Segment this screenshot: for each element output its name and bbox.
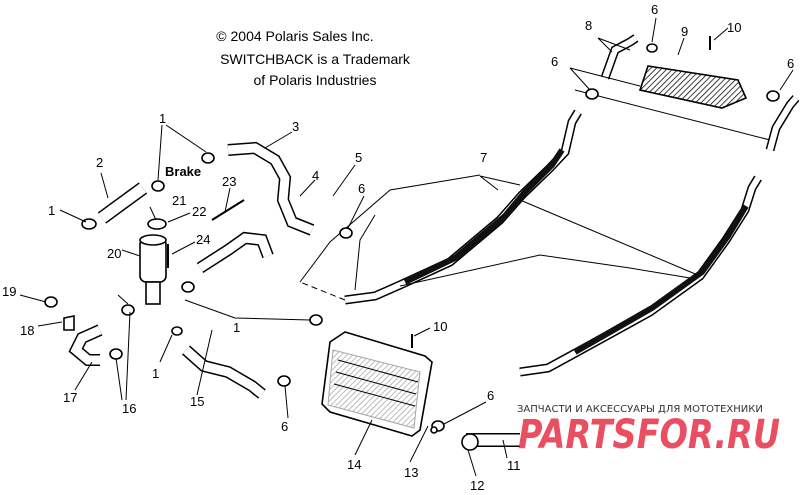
callout-14: 14 (347, 457, 361, 472)
rear-cooler-tube-left (344, 109, 582, 305)
callout-6: 6 (281, 419, 288, 434)
callout-6: 6 (487, 388, 494, 403)
callout-19: 19 (2, 284, 16, 299)
copyright-notice: © 2004 Polaris Sales Inc. (216, 28, 374, 44)
watermark: ЗАПЧАСТИ И АКСЕССУАРЫ ДЛЯ МОТОТЕХНИКИ PA… (517, 404, 780, 458)
callout-1: 1 (48, 203, 55, 218)
callout-21: 21 (172, 193, 186, 208)
callout-6: 6 (551, 54, 558, 69)
callout-24: 24 (196, 232, 210, 247)
callout-13: 13 (404, 465, 418, 480)
callout-6: 6 (358, 181, 365, 196)
callout-20: 20 (107, 246, 121, 261)
callout-17: 17 (63, 390, 77, 405)
coolant-reservoir (139, 218, 167, 305)
callout-5: 5 (355, 150, 362, 165)
callout-9: 9 (681, 24, 688, 39)
callout-3: 3 (292, 119, 299, 134)
callout-16: 16 (122, 401, 136, 416)
callout-4: 4 (312, 168, 319, 183)
leader-lines (19, 17, 794, 477)
callout-10: 10 (727, 20, 741, 35)
callout-6: 6 (651, 2, 658, 17)
callout-22: 22 (192, 204, 206, 219)
callout-1: 1 (159, 111, 166, 126)
callout-11: 11 (507, 458, 521, 473)
callout-18: 18 (20, 323, 34, 338)
callout-2: 2 (96, 155, 103, 170)
callout-10: 10 (433, 319, 447, 334)
callout-1: 1 (233, 320, 240, 335)
watermark-brand: PARTSFOR.RU (518, 412, 780, 458)
callout-23: 23 (222, 174, 236, 189)
watermark-tagline: ЗАПЧАСТИ И АКСЕССУАРЫ ДЛЯ МОТОТЕХНИКИ (517, 404, 763, 415)
callout-6: 6 (787, 56, 794, 71)
rear-cooler-tube-right (519, 175, 762, 377)
callout-1: 1 (152, 366, 159, 381)
callout-15: 15 (190, 394, 204, 409)
callout-8: 8 (585, 18, 592, 33)
brake-label: Brake (165, 164, 201, 179)
trademark-line-1: SWITCHBACK is a Trademark (220, 51, 410, 67)
callout-7: 7 (480, 150, 487, 165)
trademark-line-2: of Polaris Industries (253, 72, 377, 88)
callout-12: 12 (470, 478, 484, 493)
front-heat-exchanger (321, 331, 433, 437)
heat-exchanger-top (638, 65, 748, 109)
